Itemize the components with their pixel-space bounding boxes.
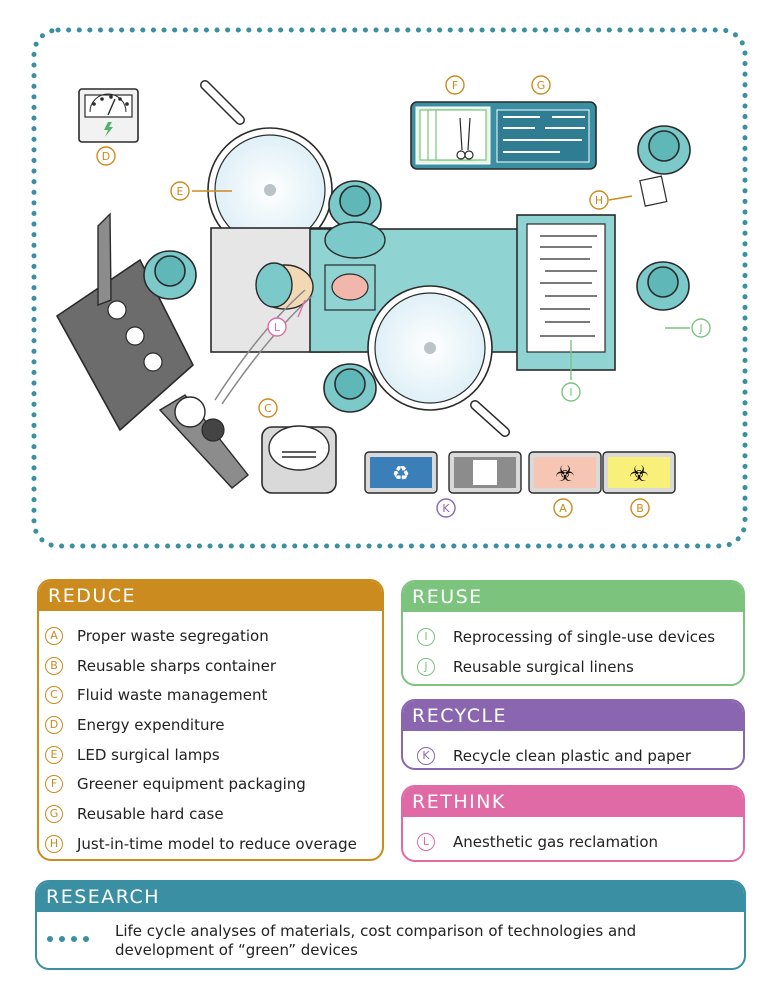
reduce-item: H Just-in-time model to reduce overage [45, 829, 382, 859]
rethink-item-label: Anesthetic gas reclamation [453, 832, 658, 851]
diagram-badge-label: F [452, 79, 458, 92]
biohazard-icon: ☣ [555, 462, 575, 487]
operating-room-diagram: ♻ ☣ ☣ F G D E H L J I C K A B [31, 27, 748, 549]
diagram-badge-circle [170, 181, 190, 201]
diagram-badge-circle [436, 498, 456, 518]
patient [255, 262, 376, 311]
diagram-badge-circle [691, 318, 711, 338]
letter-badge: B [45, 656, 63, 675]
fluid-waste-container [261, 425, 337, 494]
diagram-badge-label: E [177, 185, 184, 198]
reduce-item-label: Just-in-time model to reduce overage [77, 834, 357, 853]
diagram-badge-circle [531, 75, 551, 95]
reduce-item-label: Reusable sharps container [77, 656, 277, 675]
reuse-title: REUSE [403, 582, 743, 612]
paper-bin [448, 451, 522, 494]
reuse-item: J Reusable surgical linens [409, 652, 743, 682]
letter-badge: H [45, 834, 63, 853]
letter-badge: E [45, 745, 63, 764]
diagram-badge-label: G [537, 79, 546, 92]
reuse-item-label: Reprocessing of single-use devices [453, 627, 716, 646]
surgeon-bottom [323, 363, 377, 413]
letter-badge: F [45, 775, 63, 794]
letter-badge: A [45, 626, 63, 645]
research-panel: RESEARCH Life cycle analyses of material… [35, 880, 746, 970]
letter-badge: I [417, 627, 435, 646]
rethink-item: L Anesthetic gas reclamation [409, 827, 743, 857]
diagram-badge-circle [589, 190, 609, 210]
reduce-title: REDUCE [39, 581, 382, 611]
diagram-badge-circle [445, 75, 465, 95]
reduce-item-label: Energy expenditure [77, 715, 225, 734]
reduce-item: B Reusable sharps container [45, 651, 382, 681]
recycle-list: K Recycle clean plastic and paper [403, 731, 743, 768]
research-text: Life cycle analyses of materials, cost c… [115, 922, 637, 959]
reduce-item: G Reusable hard case [45, 799, 382, 829]
diagram-dotted-border [31, 27, 748, 549]
rethink-title: RETHINK [403, 787, 743, 817]
instrument-tray [516, 214, 616, 371]
led-surgical-lamp-lower [367, 285, 510, 437]
research-title: RESEARCH [37, 882, 744, 912]
recycle-panel: RECYCLE K Recycle clean plastic and paper [401, 699, 745, 770]
diagram-badge-label: H [595, 194, 603, 207]
letter-badge: J [417, 657, 435, 676]
diagram-badge-circle [267, 317, 287, 337]
diagram-badge-label: A [559, 502, 567, 515]
recycle-title: RECYCLE [403, 701, 743, 731]
diagram-badge-label: L [274, 321, 281, 334]
anesthesiologist [143, 250, 197, 300]
biohazard-icon: ☣ [629, 462, 649, 487]
recycle-bin [364, 451, 438, 494]
diagram-badge-label: D [102, 150, 110, 163]
biohazard-bin-a [528, 451, 602, 494]
energy-meter-icon [78, 88, 139, 143]
reduce-item: C Fluid waste management [45, 680, 382, 710]
diagram-badge-label: B [636, 502, 644, 515]
diagram-badge-circle [561, 382, 581, 402]
recycle-symbol-icon: ♻ [392, 461, 410, 485]
letter-badge: K [417, 746, 435, 765]
diagram-badge-label: K [442, 502, 450, 515]
diagram-badge-circle [96, 146, 116, 166]
biohazard-bin-b [602, 451, 676, 494]
diagram-badge-circle [553, 498, 573, 518]
reduce-item-label: Greener equipment packaging [77, 775, 306, 794]
reduce-item: E LED surgical lamps [45, 740, 382, 770]
circulating-nurse [637, 125, 691, 207]
reduce-item: D Energy expenditure [45, 710, 382, 740]
reuse-panel: REUSE I Reprocessing of single-use device… [401, 580, 745, 686]
diagram-badge-label: J [698, 322, 702, 335]
letter-badge: L [417, 832, 435, 851]
letter-badge: D [45, 715, 63, 734]
equipment-packaging-tray [410, 101, 597, 170]
surgeon-top [324, 180, 386, 259]
reduce-item: F Greener equipment packaging [45, 769, 382, 799]
diagram-badge-label: C [264, 402, 272, 415]
scrub-nurse [636, 261, 690, 311]
letter-badge: C [45, 686, 63, 705]
diagram-badge-circle [258, 398, 278, 418]
reduce-item: A Proper waste segregation [45, 621, 382, 651]
letter-badge: G [45, 804, 63, 823]
recycle-item-label: Recycle clean plastic and paper [453, 746, 692, 765]
diagram-badge-label: I [569, 386, 572, 399]
reduce-item-label: LED surgical lamps [77, 745, 220, 764]
research-dots-icon [47, 936, 89, 942]
reduce-item-label: Reusable hard case [77, 804, 224, 823]
reduce-item-label: Fluid waste management [77, 686, 268, 705]
rethink-list: L Anesthetic gas reclamation [403, 817, 743, 857]
reuse-item-label: Reusable surgical linens [453, 657, 634, 676]
diagram-badge-circle [630, 498, 650, 518]
recycle-item: K Recycle clean plastic and paper [409, 741, 743, 768]
reuse-item: I Reprocessing of single-use devices [409, 622, 743, 652]
reduce-item-label: Proper waste segregation [77, 626, 269, 645]
anesthesia-machine [55, 212, 313, 489]
rethink-panel: RETHINK L Anesthetic gas reclamation [401, 785, 745, 862]
